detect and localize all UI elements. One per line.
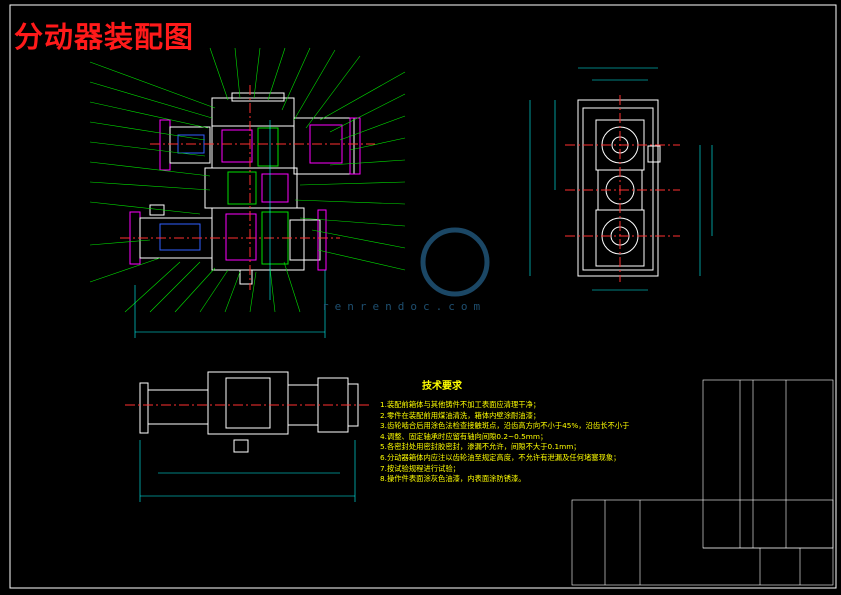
tech-requirement-item: 3.齿轮啮合后用涂色法检查接触斑点，沿齿高方向不小于45%，沿齿长不小于 <box>380 421 630 431</box>
tech-requirements-list: 1.装配前箱体与其他铸件不加工表面应清理干净； 2.零件在装配前用煤油清洗，箱体… <box>380 400 700 485</box>
drawing-title: 分动器装配图 <box>14 20 195 54</box>
tech-requirement-item: 5.各密封处用密封胶密封，渗漏不允许，间隙不大于0.1mm； <box>380 442 581 452</box>
tech-requirement-item: 8.操作件表面涂灰色油漆，内表面涂防锈漆。 <box>380 474 526 484</box>
watermark-url: renrendoc.com <box>322 300 487 313</box>
tech-requirement-item: 7.按试验规程进行试验； <box>380 463 460 473</box>
parts-list <box>702 379 834 549</box>
tech-requirement-item: 1.装配前箱体与其他铸件不加工表面应清理干净； <box>380 400 541 409</box>
side-view <box>529 67 713 291</box>
drawing-frame <box>9 4 837 589</box>
tech-requirement-item: 2.零件在装配前用煤油清洗，箱体内壁涂耐油漆； <box>380 410 541 420</box>
tech-requirements-heading: 技术要求 <box>422 381 462 392</box>
top-view <box>125 371 370 502</box>
tech-requirement-item: 4.调整、固定轴承时应留有轴向间隙0.2~0.5mm； <box>380 431 548 441</box>
main-assembly-view <box>89 47 406 338</box>
tech-requirement-item: 6.分动器箱体内应注以齿轮油至规定高度，不允许有泄漏及任何堵塞现象； <box>380 452 621 462</box>
watermark-logo <box>420 227 490 297</box>
title-block <box>571 499 834 586</box>
